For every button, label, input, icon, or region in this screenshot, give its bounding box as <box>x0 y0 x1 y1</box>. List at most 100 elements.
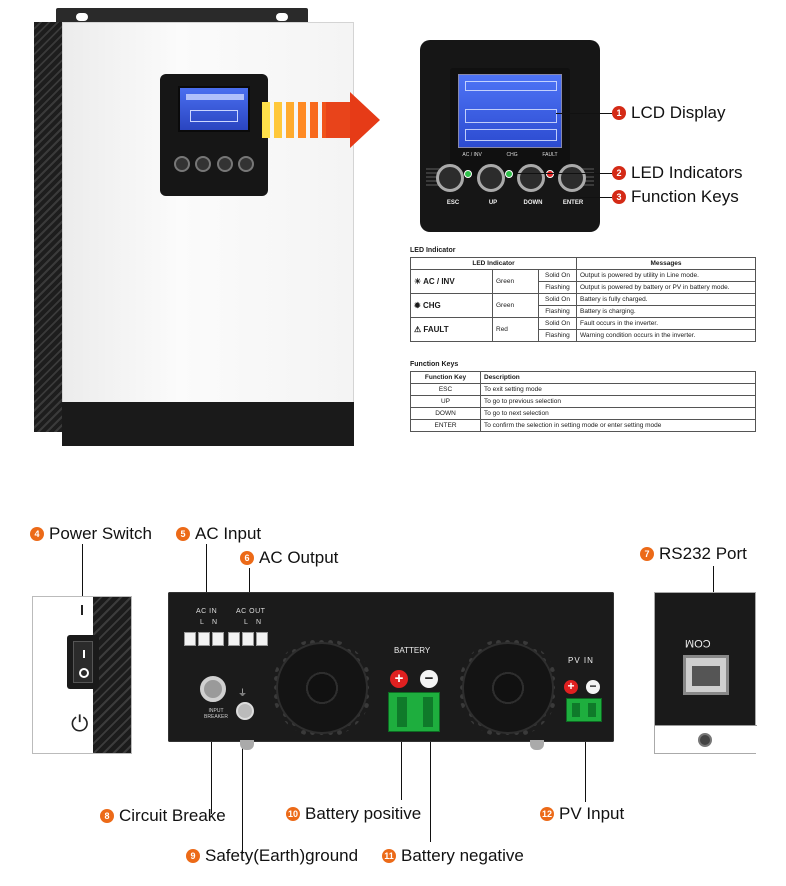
callout-pv-input: 12 PV Input <box>540 804 624 824</box>
callout-label-11: Battery negative <box>401 846 524 865</box>
ac-out-l-label: L <box>244 619 249 626</box>
led-chg <box>505 170 513 178</box>
table-row: Flashing Warning condition occurs in the… <box>411 329 756 342</box>
callout-battery-negative: 11 Battery negative <box>382 846 524 866</box>
fan-right-icon <box>462 642 554 734</box>
rocker-toggle[interactable] <box>73 641 93 683</box>
callout-label-12: PV Input <box>559 804 625 823</box>
leader-line-5 <box>206 544 207 630</box>
keys-table-title: Function Keys <box>410 361 459 368</box>
leader-line-10 <box>401 700 402 800</box>
callout-battery-positive: 10 Battery positive <box>286 804 421 824</box>
battery-terminal-block[interactable] <box>388 692 440 732</box>
callout-badge-8: 8 <box>100 809 114 823</box>
pv-terminal-block[interactable] <box>566 698 602 722</box>
down-label: DOWN <box>523 200 543 206</box>
inverter-control-panel <box>160 74 268 196</box>
led-label-chg: CHG <box>506 152 518 158</box>
lcd-screen <box>458 74 562 148</box>
power-switch-closeup: ⏻ <box>32 596 132 754</box>
ac-input-terminal[interactable] <box>184 632 224 646</box>
screw-icon <box>698 733 712 747</box>
inverter-side-vents <box>34 22 64 432</box>
keys-header-desc: Description <box>480 371 756 384</box>
callout-ac-output: 6 AC Output <box>240 548 338 568</box>
pv-minus-icon: − <box>586 680 600 694</box>
inverter-lcd-thumbnail <box>178 86 250 132</box>
led-ac-inv <box>464 170 472 178</box>
led-table-header-indicator: LED Indicator <box>410 257 577 270</box>
callout-label-8: Circuit Breake <box>119 806 226 825</box>
enter-button[interactable] <box>557 164 586 192</box>
power-switch[interactable] <box>67 635 99 689</box>
callout-label-5: AC Input <box>195 524 262 543</box>
lcd-display: AC / INV CHG FAULT <box>450 68 570 178</box>
callout-label-2: LED Indicators <box>631 163 743 182</box>
inverter-bottom-view: AC IN AC OUT L N L N INPUT BREAKER ⏚ BAT… <box>168 592 614 750</box>
led-fault <box>546 170 554 178</box>
led-label-fault: FAULT <box>542 152 558 158</box>
power-icon: ⏻ <box>71 711 89 736</box>
callout-badge-2: 2 <box>612 166 626 180</box>
callout-badge-5: 5 <box>176 527 190 541</box>
callout-earth-ground: 9 Safety(Earth)ground <box>186 846 358 866</box>
callout-label-3: Function Keys <box>631 187 739 206</box>
leader-line-2 <box>514 173 612 174</box>
led-indicator-table: LED Indicator Messages ☀ AC / INV Green … <box>410 257 756 342</box>
callout-badge-6: 6 <box>240 551 254 565</box>
callout-lcd-display: 1 LCD Display <box>612 103 725 123</box>
esc-button[interactable] <box>436 164 464 192</box>
ac-inv-led-icon: ☀ AC / INV <box>414 277 455 286</box>
callout-function-keys: 3 Function Keys <box>612 187 739 207</box>
callout-badge-11: 11 <box>382 849 396 863</box>
leader-line-1 <box>556 113 612 114</box>
leader-line-11 <box>430 700 431 842</box>
up-label: UP <box>488 200 498 206</box>
table-row: ✹ CHG Green Solid On Battery is fully ch… <box>410 293 756 318</box>
callout-label-6: AC Output <box>259 548 339 567</box>
callout-badge-3: 3 <box>612 190 626 204</box>
chg-led-icon: ✹ CHG <box>414 301 441 310</box>
breaker-label: INPUT BREAKER <box>204 708 228 720</box>
keys-header-key: Function Key <box>410 371 481 384</box>
callout-label-9: Safety(Earth)ground <box>205 846 359 865</box>
callout-badge-4: 4 <box>30 527 44 541</box>
circuit-breaker-button[interactable] <box>200 676 226 702</box>
ac-output-terminal[interactable] <box>228 632 268 646</box>
pv-plus-icon: + <box>564 680 578 694</box>
callout-label-10: Battery positive <box>305 804 422 823</box>
callout-badge-10: 10 <box>286 807 300 821</box>
up-button[interactable] <box>476 164 505 192</box>
ac-in-label: AC IN <box>196 608 218 615</box>
led-table-title: LED Indicator <box>410 247 456 254</box>
callout-badge-1: 1 <box>612 106 626 120</box>
earth-ground-screw[interactable] <box>236 702 254 720</box>
ac-out-n-label: N <box>256 619 262 626</box>
battery-minus-icon: − <box>420 670 438 688</box>
leader-line-9 <box>242 716 243 854</box>
zoom-arrow-icon <box>262 92 380 148</box>
pv-in-label: PV IN <box>568 656 594 665</box>
battery-plus-icon: + <box>390 670 408 688</box>
enter-label: ENTER <box>562 200 584 206</box>
com-label: COM <box>685 637 711 649</box>
esc-label: ESC <box>446 200 460 206</box>
battery-label: BATTERY <box>394 646 431 655</box>
inverter-keys-thumbnail <box>174 156 254 174</box>
callout-badge-12: 12 <box>540 807 554 821</box>
table-row: ⚠ FAULT Red Solid On Fault occurs in the… <box>410 317 756 342</box>
fan-left-icon <box>276 642 368 734</box>
ac-in-l-label: L <box>200 619 205 626</box>
display-panel-closeup: AC / INV CHG FAULT ESC UP DOWN ENTER <box>420 40 600 232</box>
down-button[interactable] <box>517 164 546 192</box>
rs232-port[interactable] <box>683 655 729 695</box>
callout-label-7: RS232 Port <box>659 544 747 563</box>
callout-badge-7: 7 <box>640 547 654 561</box>
callout-label-1: LCD Display <box>631 103 726 122</box>
callout-rs232-port: 7 RS232 Port <box>640 544 747 564</box>
